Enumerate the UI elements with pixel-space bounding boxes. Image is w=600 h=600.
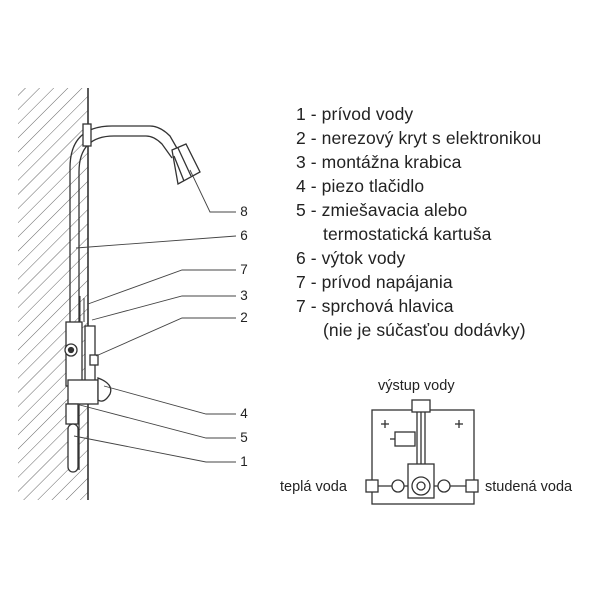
- legend-item: 6 - výtok vody: [296, 248, 406, 268]
- shower-head: [171, 143, 201, 186]
- legend-item: 4 - piezo tlačidlo: [296, 176, 425, 196]
- legend-item: 7 - sprchová hlavica: [296, 296, 454, 316]
- callout-7: 7: [240, 262, 248, 277]
- callout-3: 3: [240, 288, 248, 303]
- legend-list: 1 - prívod vody 2 - nerezový kryt s elekt…: [296, 102, 596, 342]
- callout-1: 1: [240, 454, 248, 469]
- callout-2: 2: [240, 310, 248, 325]
- callout-4: 4: [240, 406, 248, 421]
- callout-8: 8: [240, 204, 248, 219]
- legend-item: 3 - montážna krabica: [296, 152, 462, 172]
- legend-item: (nie je súčasťou dodávky): [323, 320, 526, 340]
- callout-6: 6: [240, 228, 248, 243]
- leader-lines: [73, 169, 237, 463]
- shower-pipe: [69, 123, 179, 470]
- mounting-box-diagram: [365, 399, 479, 505]
- label-hot-water: teplá voda: [280, 479, 347, 495]
- legend-item: 1 - prívod vody: [296, 104, 414, 124]
- label-water-outlet: výstup vody: [378, 378, 455, 394]
- wall-unit: [64, 296, 112, 473]
- legend-item: termostatická kartuša: [323, 224, 492, 244]
- legend-item: 7 - prívod napájania: [296, 272, 453, 292]
- callout-5: 5: [240, 430, 248, 445]
- legend-item: 5 - zmiešavacia alebo: [296, 200, 468, 220]
- label-cold-water: studená voda: [485, 479, 573, 495]
- legend-item: 2 - nerezový kryt s elektronikou: [296, 128, 542, 148]
